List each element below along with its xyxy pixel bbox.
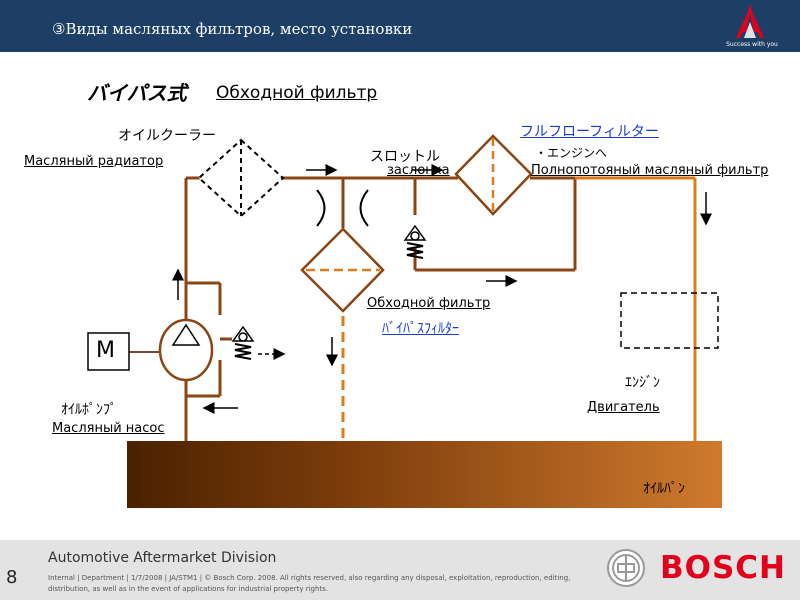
bypass-filter [300, 227, 385, 313]
oil-circuit-diagram: バイパス式 Обходной фильтр オイルクーラー Масляный р… [0, 52, 800, 540]
fullflow-label-jp: フルフローフィルター [520, 124, 659, 140]
engine-feed-pipes [575, 176, 697, 441]
oil-pan-label-jp: ｵｲﾙﾊﾟﾝ [643, 481, 685, 497]
heading-japanese: バイパス式 [87, 81, 187, 105]
footer: 8 Automotive Aftermarket Division Intern… [0, 540, 800, 600]
bypass-label-jp: ﾊﾞｲﾊﾟｽﾌｨﾙﾀｰ [382, 321, 459, 337]
relief-valve-upper [403, 224, 427, 259]
engine-label-ru: Двигатель [587, 400, 660, 415]
division-name: Automotive Aftermarket Division [48, 550, 277, 566]
oil-cooler-label-ru: Масляный радиатор [24, 154, 164, 169]
throttle-label-jp: スロットル [370, 149, 440, 165]
oil-cooler [197, 138, 285, 218]
company-logo-icon [736, 4, 764, 38]
throttle-valve [316, 189, 369, 227]
engine-box [620, 292, 719, 349]
slide-title: ③Виды масляных фильтров, место установки [52, 20, 413, 38]
bypass-label-ru: Обходной фильтр [367, 296, 491, 311]
oil-circuit-drawing [87, 134, 722, 508]
to-engine-label-jp: ・エンジンへ [535, 146, 608, 160]
relief-valve-lower [231, 325, 286, 360]
full-flow-filter [454, 134, 533, 216]
pump-label-jp: ｵｲﾙﾎﾟﾝﾌﾟ [61, 402, 117, 418]
header-bar: ③Виды масляных фильтров, место установки… [0, 0, 800, 52]
bosch-armature-icon [607, 549, 645, 587]
engine-label-jp: ｴﾝｼﾞﾝ [625, 375, 660, 391]
pump-label-ru: Масляный насос [52, 421, 165, 436]
oil-pump [158, 318, 214, 382]
heading-russian: Обходной фильтр [216, 83, 378, 103]
oil-cooler-label-jp: オイルクーラー [118, 128, 216, 144]
throttle-label-ru: заслонка [387, 163, 450, 178]
bosch-wordmark: BOSCH [660, 550, 787, 586]
logo-tagline: Success with you [726, 41, 778, 48]
legal-notice: Internal | Department | 1/7/2008 | JA/ST… [48, 574, 571, 593]
motor-box [87, 332, 130, 371]
page-number: 8 [6, 567, 18, 588]
motor-label: M [96, 338, 115, 363]
fullflow-label-ru: Полнопотояный масляный фильтр [531, 163, 769, 178]
oil-pipes [129, 176, 577, 441]
flow-arrows [172, 164, 712, 414]
oil-pan [127, 441, 722, 508]
